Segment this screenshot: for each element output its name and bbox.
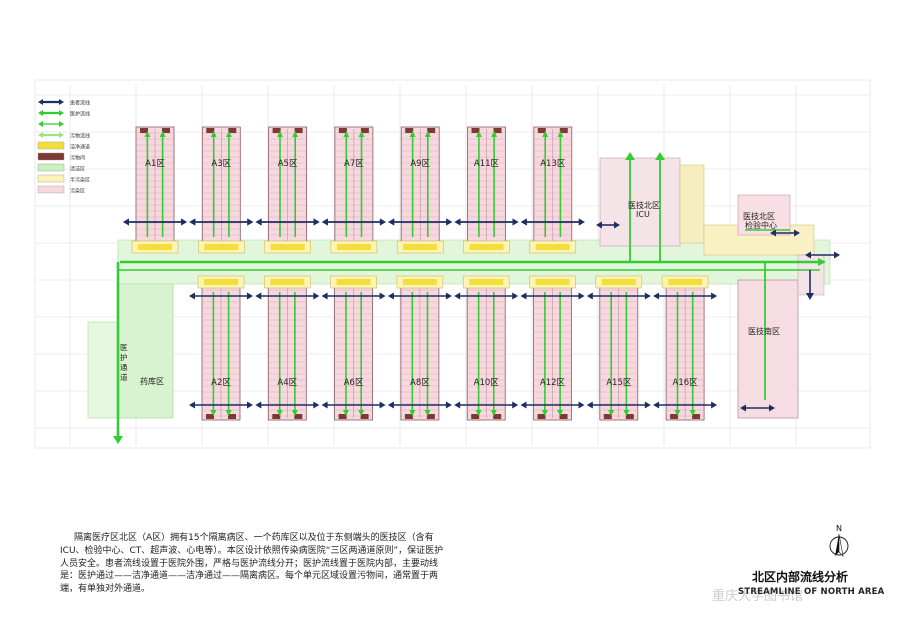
- legend-item: 清洁区: [37, 163, 85, 173]
- ward-label: A12区: [540, 378, 566, 388]
- ward-blocks: A1区 A3区 A5区 A7区 A9区 A11区 A13区 A2区 A4区 A6区 A8区 A10区 A…: [131, 126, 709, 421]
- svg-text:半污染区: 半污染区: [70, 177, 90, 184]
- legend-item: 污染区: [37, 185, 85, 195]
- lab-label-1: 医技北区: [743, 211, 775, 221]
- ward-label: A8区: [410, 378, 430, 388]
- svg-text:清洁区: 清洁区: [70, 166, 85, 173]
- ward-block: A3区: [198, 126, 245, 254]
- svg-text:污物流线: 污物流线: [70, 133, 90, 140]
- ward-label: A3区: [211, 159, 231, 169]
- ward-block: A6区: [330, 275, 377, 421]
- library-watermark: 重庆大学图书馆: [712, 589, 804, 604]
- icu-label-2: ICU: [636, 210, 650, 219]
- ward-block: A7区: [330, 126, 378, 254]
- description-text: 隔离医疗区北区（A区）拥有15个隔离病区、一个药库区以及位于东侧端头的医技区（含…: [60, 533, 444, 595]
- legend-item: 污物间: [37, 152, 85, 162]
- ward-block: A10区: [462, 275, 510, 421]
- ward-label: A15区: [606, 378, 632, 388]
- svg-text:医护流线: 医护流线: [70, 111, 90, 118]
- ward-block: A5区: [264, 126, 311, 254]
- ward-label: A2区: [211, 378, 231, 388]
- area-labels: 药库区 医技北区 ICU 医技北区 检验中心 医技南区 医护通道: [120, 200, 780, 386]
- legend-item: 医护流线: [38, 110, 90, 118]
- page-title-english: STREAMLINE OF NORTH AREA: [738, 587, 885, 597]
- ward-label: A5区: [278, 159, 298, 169]
- legend-item: 患者流线: [38, 99, 90, 107]
- lab-label-2: 检验中心: [745, 220, 777, 230]
- legend-item: 污物流线: [38, 132, 90, 140]
- ward-block: A8区: [396, 275, 444, 421]
- ward-block: A2区: [197, 275, 245, 421]
- patient-flow-arrows: [123, 218, 840, 412]
- ward-label: A10区: [474, 378, 500, 388]
- ward-block: A4区: [264, 275, 311, 421]
- north-arrow: N: [829, 524, 849, 557]
- ward-block: A13区: [529, 126, 577, 254]
- ward-block: A9区: [396, 126, 444, 254]
- page-title: 北区内部流线分析: [752, 570, 849, 584]
- ward-label: A4区: [277, 378, 297, 388]
- corridor-arrows: [113, 152, 826, 444]
- svg-text:污染区: 污染区: [70, 188, 85, 195]
- medical-corridors: [116, 160, 820, 438]
- ward-label: A9区: [410, 159, 430, 169]
- legend-item: [38, 121, 64, 127]
- north-symbol: N: [836, 524, 842, 533]
- svg-text:污物间: 污物间: [70, 155, 85, 162]
- legend-item: 半污染区: [37, 174, 90, 184]
- ward-label: A16区: [673, 378, 699, 388]
- tech-south-label: 医技南区: [748, 326, 780, 336]
- ward-block: A12区: [529, 275, 576, 421]
- legend-item: 洁净通道: [37, 141, 90, 151]
- icu-label-1: 医技北区: [628, 200, 660, 210]
- ward-label: A13区: [540, 159, 566, 169]
- ward-block: A11区: [463, 126, 510, 254]
- ward-block: A1区: [131, 126, 179, 254]
- ward-label: A7区: [344, 159, 364, 169]
- ward-label: A1区: [145, 159, 165, 169]
- ward-block: A15区: [595, 275, 643, 421]
- ward-label: A6区: [344, 378, 364, 388]
- ward-label: A11区: [474, 159, 500, 169]
- medical-passage-label: 医护通道: [120, 343, 128, 382]
- pharmacy-label: 药库区: [140, 376, 164, 386]
- ward-block: A16区: [661, 275, 709, 421]
- svg-text:洁净通道: 洁净通道: [70, 144, 90, 151]
- svg-text:患者流线: 患者流线: [70, 100, 90, 107]
